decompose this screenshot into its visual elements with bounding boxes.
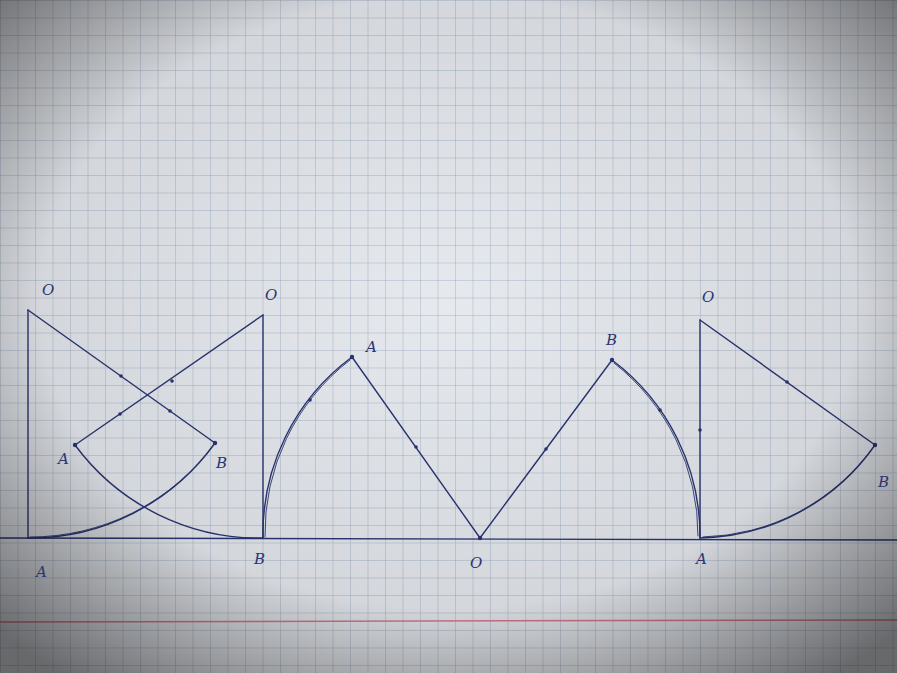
point-label: B [254,552,265,567]
point-label: O [265,288,277,303]
point-label: O [470,556,482,571]
point-label: B [216,456,227,471]
point-label: O [42,283,54,298]
point-label: B [606,333,617,348]
point-label: A [58,452,69,467]
point-label: O [702,290,714,305]
point-label: B [878,475,889,490]
point-label: A [36,565,47,580]
point-label: A [366,340,377,355]
point-label: A [696,552,707,567]
